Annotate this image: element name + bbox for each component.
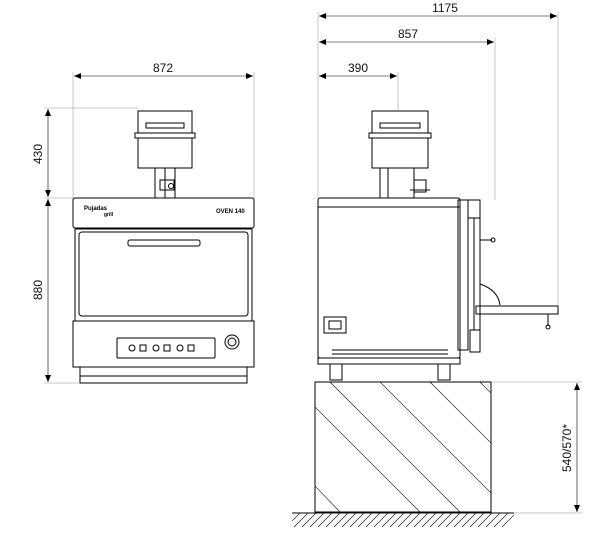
control-knobs (128, 344, 195, 352)
dim-oven-height: 880 (31, 280, 45, 300)
dim-stand-height: 540/570* (560, 424, 574, 472)
front-chimney (134, 110, 196, 199)
dim-total-depth: 1175 (432, 1, 458, 15)
brand-name: Pujadas (84, 206, 108, 212)
side-oven-body (317, 189, 559, 381)
dim-front-width: 872 (153, 61, 173, 75)
brand-sub: grill (104, 212, 114, 218)
side-dimensions: 1175 857 390 540/570* (317, 1, 582, 514)
oven-model-label: OVEN 140 (216, 209, 245, 215)
front-oven-body (72, 197, 255, 384)
dim-body-depth: 857 (398, 27, 418, 41)
side-view (292, 110, 559, 527)
support-stand (314, 381, 492, 513)
front-dimensions: 872 430 880 (31, 61, 255, 384)
side-vent (332, 349, 448, 355)
front-view: Pujadas grill OVEN 140 (72, 110, 255, 384)
dim-chimney-height: 430 (31, 144, 45, 164)
side-chimney (368, 110, 432, 199)
dim-chimney-offset: 390 (348, 61, 368, 75)
floor (292, 512, 514, 527)
